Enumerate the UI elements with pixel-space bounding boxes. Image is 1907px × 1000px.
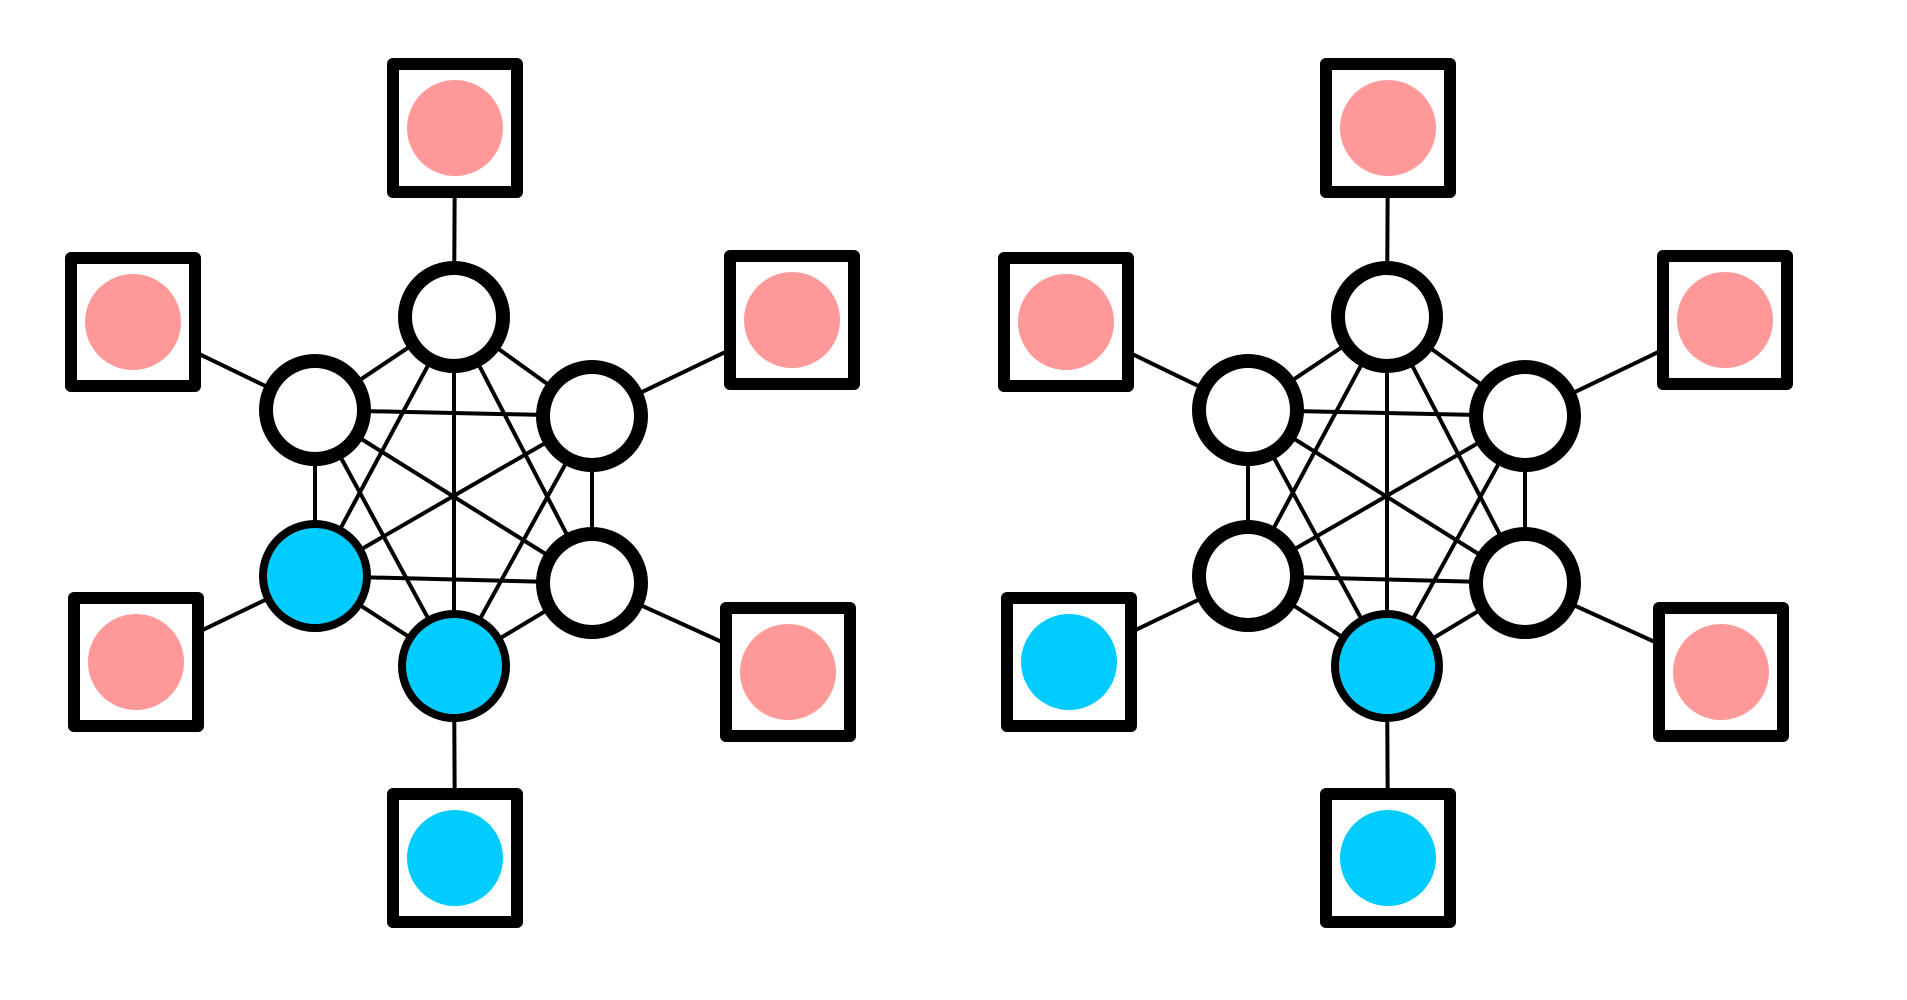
box-top-marker [407,80,503,176]
box-upper-left [65,252,201,392]
node-top-ring [1331,261,1443,373]
node-bottom-marker [406,618,502,714]
node-lower-left [1192,520,1304,632]
edges [131,126,794,860]
box-bottom-marker [407,810,503,906]
node-top-ring [398,261,510,373]
right-graph [998,58,1793,928]
box-upper-right [724,250,860,390]
node-upper-left [1192,354,1304,466]
node-upper-right-ring [1469,360,1581,472]
node-bottom [1331,610,1443,722]
box-top [387,58,523,198]
node-upper-right [536,360,648,472]
box-bottom [387,788,523,928]
node-top [398,261,510,373]
box-lower-left-marker [1021,614,1117,710]
node-upper-left-ring [1192,354,1304,466]
edges [1064,126,1727,860]
box-upper-left-marker [1018,274,1114,370]
node-upper-left [259,354,371,466]
left-graph [65,58,860,928]
node-top [1331,261,1443,373]
box-upper-left-marker [85,274,181,370]
node-lower-right [1469,527,1581,639]
box-lower-left [1001,592,1137,732]
node-bottom [398,610,510,722]
box-lower-right [1653,602,1789,742]
node-bottom-marker [1339,618,1435,714]
box-upper-right [1657,250,1793,390]
box-lower-left [68,592,204,732]
box-bottom-marker [1340,810,1436,906]
node-lower-right-ring [1469,527,1581,639]
box-lower-right-marker [740,624,836,720]
box-top [1320,58,1456,198]
node-lower-left-marker [267,528,363,624]
node-upper-left-ring [259,354,371,466]
node-lower-left-ring [1192,520,1304,632]
box-lower-right-marker [1673,624,1769,720]
node-upper-right-ring [536,360,648,472]
node-upper-right [1469,360,1581,472]
node-lower-right [536,527,648,639]
box-upper-right-marker [744,272,840,368]
box-bottom [1320,788,1456,928]
box-upper-right-marker [1677,272,1773,368]
box-lower-left-marker [88,614,184,710]
box-upper-left [998,252,1134,392]
node-lower-right-ring [536,527,648,639]
box-lower-right [720,602,856,742]
node-lower-left [259,520,371,632]
box-top-marker [1340,80,1436,176]
